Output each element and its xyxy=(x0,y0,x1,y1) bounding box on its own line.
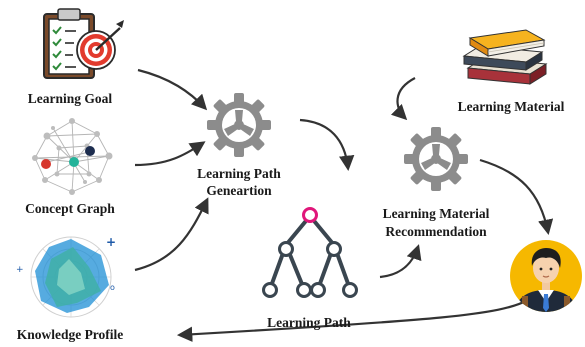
arrow-path-to-recommendation xyxy=(379,244,422,279)
recommendation-label-line1: Learning Material xyxy=(382,206,490,221)
concept-graph-label: Concept Graph xyxy=(25,201,115,216)
arrow-goal-to-generation xyxy=(137,68,208,111)
arrow-material-to-recommendation xyxy=(390,77,416,121)
learning-material-label: Learning Material xyxy=(457,99,565,114)
arrow-generation-to-path xyxy=(299,118,355,172)
gear-icon xyxy=(207,93,271,157)
learning-path-label: Learning Path xyxy=(267,315,351,330)
tree-icon xyxy=(262,207,358,298)
recommendation-label-line2: Recommendation xyxy=(385,224,487,239)
arrow-learner-to-profile xyxy=(176,299,529,342)
books-icon xyxy=(462,29,548,85)
network-graph-icon xyxy=(32,118,113,195)
knowledge-profile-label: Knowledge Profile xyxy=(16,327,124,342)
arrow-recommendation-to-learner xyxy=(479,158,554,236)
clipboard-target-icon xyxy=(43,8,124,79)
learning-goal-label: Learning Goal xyxy=(27,91,113,106)
svg-text:+: + xyxy=(106,235,116,249)
student-avatar-icon xyxy=(510,240,582,312)
path-generation-label-line2: Geneartion xyxy=(206,183,272,198)
radar-chart-icon: + + o xyxy=(16,235,116,318)
arrow-concept-to-generation xyxy=(134,141,206,167)
svg-text:+: + xyxy=(16,265,24,275)
svg-text:o: o xyxy=(110,283,115,292)
arrow-profile-to-generation xyxy=(134,197,209,272)
gear-icon xyxy=(404,127,468,191)
path-generation-label-line1: Learning Path xyxy=(197,166,281,181)
